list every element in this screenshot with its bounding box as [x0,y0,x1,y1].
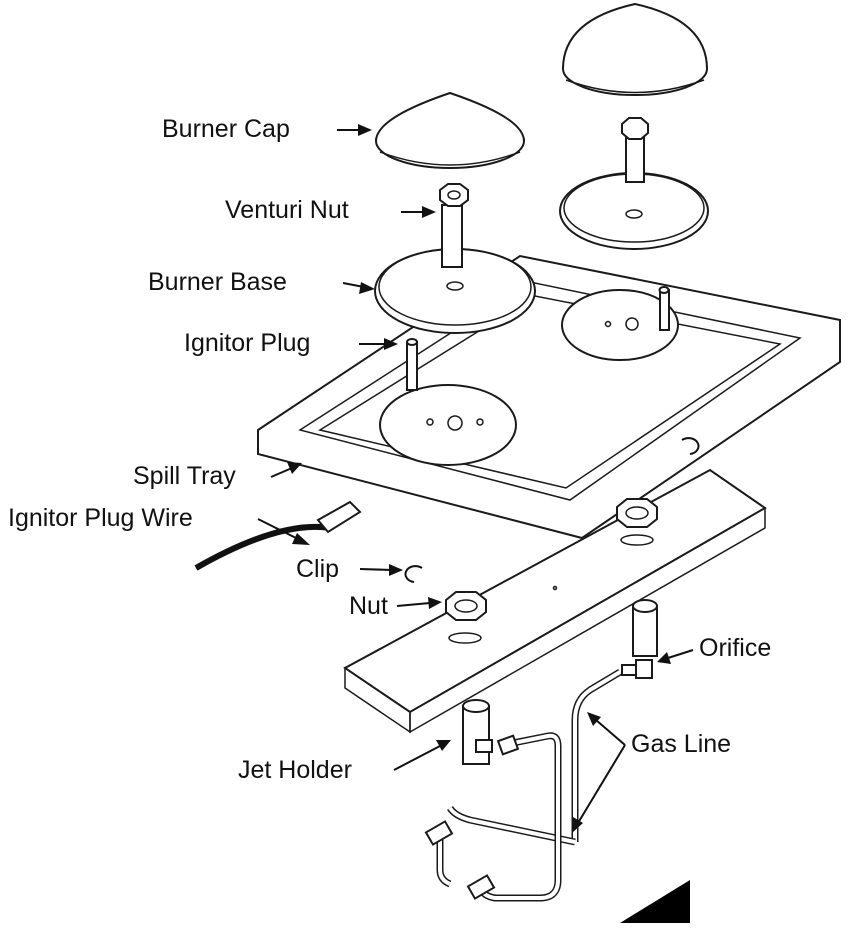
label-ignitor-plug: Ignitor Plug [184,329,311,357]
ignitor-plug-left [406,338,418,391]
nut-left [445,591,487,621]
venturi-nut-right [621,117,649,183]
clip-upper [681,437,700,455]
gas-line [424,668,622,902]
corner-mark [620,880,690,923]
jet-holder-left [462,699,493,765]
label-spill-tray: Spill Tray [133,462,236,490]
label-ignitor-plug-wire: Ignitor Plug Wire [8,504,193,532]
label-orifice: Orifice [699,634,772,662]
venturi-nut-left [439,183,469,268]
ignitor-plug-right [658,286,670,331]
burner-base-right [559,172,709,250]
label-venturi-nut: Venturi Nut [225,196,349,224]
label-burner-base: Burner Base [148,268,287,296]
label-clip: Clip [296,555,340,583]
label-nut: Nut [349,592,388,620]
spill-tray [257,254,841,540]
label-burner-cap: Burner Cap [162,115,290,143]
leader-arrows [257,124,694,833]
right-burner-well [561,289,679,361]
label-gas-line: Gas Line [631,730,732,758]
mounting-bracket [343,468,767,734]
ignitor-plug-wire [194,500,362,571]
orifice [621,659,653,679]
burner-cap-left [375,91,525,169]
burner-base-left [374,248,536,334]
label-jet-holder: Jet Holder [238,756,352,784]
nut-right [616,498,658,528]
burner-cap-right [562,2,708,96]
clip-lower [404,565,423,583]
jet-holder-right [632,599,658,657]
